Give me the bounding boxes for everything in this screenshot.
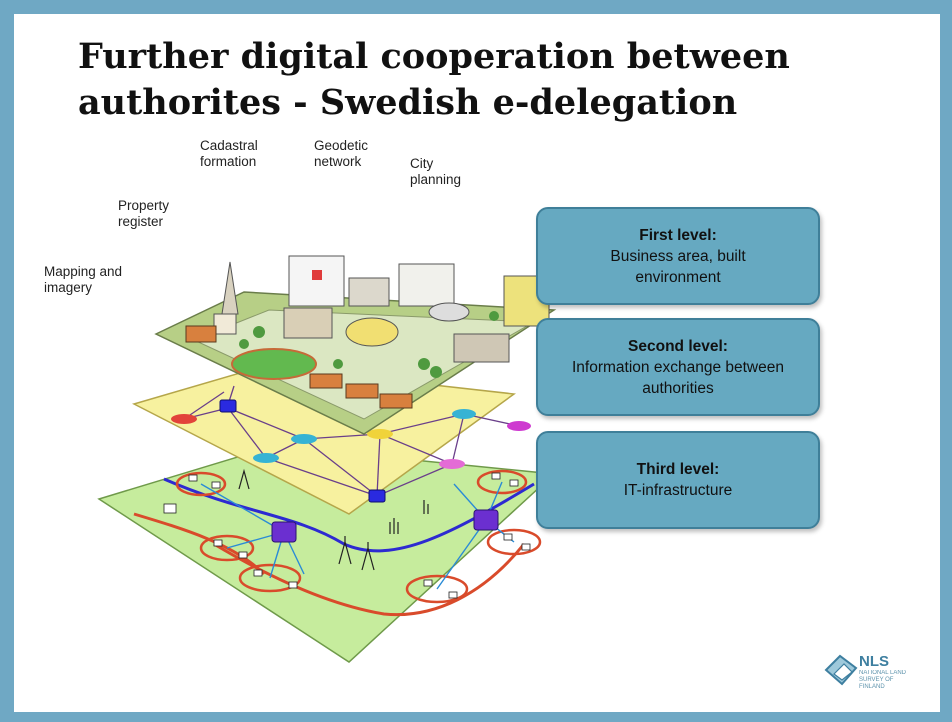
city-layer [154,255,557,435]
label-geodetic-network: Geodetic network [314,138,369,169]
second-level-heading: Second level: [628,337,728,355]
third-level-box: Third level: IT-infrastructure [536,431,820,529]
slide-title: Further digital cooperation between auth… [78,36,790,123]
second-level-text: Information exchange between authorities [572,358,784,397]
first-level-heading: First level: [639,226,717,244]
infrastructure-layer [97,445,556,663]
first-level-box: First level: Business area, built enviro… [536,207,820,305]
layered-city-illustration [97,255,557,663]
third-level-text: IT-infrastructure [623,482,733,499]
second-level-box: Second level: Information exchange betwe… [536,318,820,416]
first-level-text: Business area, built environment [610,247,746,286]
third-level-heading: Third level: [636,461,720,478]
label-cadastral-formation: Cadastral formation [200,138,258,169]
slide: Further digital cooperation between auth… [14,14,940,712]
label-property-register: Property register [118,198,170,229]
label-mapping-imagery: Mapping and imagery [44,264,123,295]
logo-name: NLS [859,653,889,670]
logo-subtitle: NATIONAL LAND SURVEY OF FINLAND [859,670,907,690]
nls-logo: NLS NATIONAL LAND SURVEY OF FINLAND [824,653,907,690]
label-city-planning: City planning [410,156,462,187]
information-exchange-layer [131,365,531,515]
